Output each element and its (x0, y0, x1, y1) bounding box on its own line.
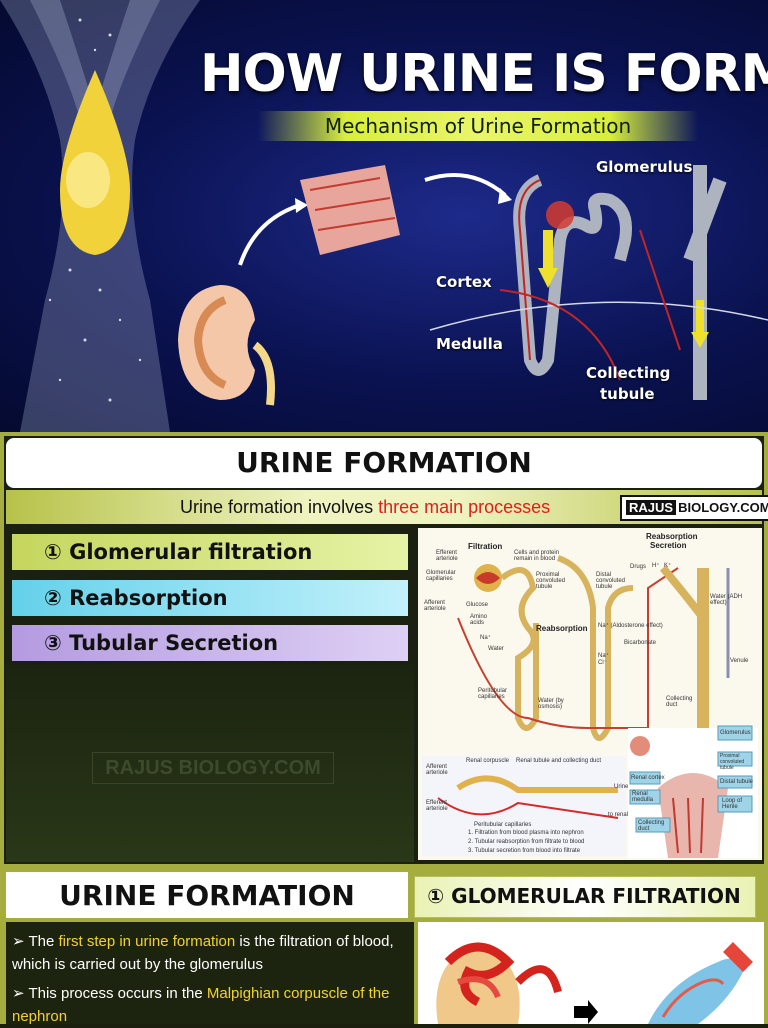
bullet-2-pre: This process occurs in the (28, 985, 207, 1002)
diag-distal-tag: Distal tubule (720, 779, 754, 785)
label-tubule: tubule (600, 385, 655, 403)
process-glomerular-filtration: ① Glomerular filtration (12, 534, 408, 570)
section-title: URINE FORMATION (236, 446, 532, 479)
diag-filtration: Filtration (468, 542, 503, 551)
diag-h: H⁺ (652, 563, 660, 569)
label-collecting: Collecting (586, 364, 671, 382)
bullet-1: ➢ The first step in urine formation is t… (12, 933, 394, 973)
diag-k: K⁺ (664, 563, 672, 569)
section2-right-title: ① GLOMERULAR FILTRATION (427, 884, 741, 908)
diag-efferent: Efferent arteriole (436, 550, 458, 562)
glomerulus-illustration (418, 922, 764, 1024)
banner-subtitle-bar (258, 111, 698, 141)
bullet-1-post: is the filtration of blood, which is car… (12, 933, 394, 973)
diag-aldo: Na⁺ (Aldosterone effect) (598, 623, 663, 629)
diag-step3: 3. Tubular secretion from blood into fil… (468, 848, 581, 854)
diag-glucose: Glucose (466, 602, 489, 608)
label-glomerulus: Glomerulus (596, 158, 693, 176)
diag-afferent2: Afferent arteriole (426, 764, 448, 776)
dark-panel (6, 664, 414, 862)
diag-drugs: Drugs (630, 564, 647, 570)
diag-prox-tag: Proximal convoluted tubule (720, 753, 745, 771)
diag-venule: Venule (730, 658, 749, 664)
section2-header (6, 872, 408, 918)
bullet-1-highlight: first step in urine formation (58, 933, 236, 950)
diag-efferent2: Efferent arteriole (426, 800, 448, 812)
section2-title: URINE FORMATION (59, 879, 355, 912)
intro-text: Urine formation involves three main proc… (180, 497, 550, 518)
nephron-diagram: Filtration Reabsorption Secretion Reabso… (418, 528, 762, 860)
diag-water: Water (488, 646, 504, 652)
section-header (6, 438, 762, 488)
brand-part-a: RAJUS (626, 500, 677, 515)
diag-to-renal: to renal (608, 812, 629, 818)
process-tubular-secretion: ③ Tubular Secretion (12, 625, 408, 661)
diag-na: Na⁺ (480, 635, 491, 641)
diag-cells-protein: Cells and protein remain in blood (514, 550, 560, 562)
intro-pre: Urine formation involves (180, 497, 379, 517)
diag-step1: 1. Filtration from blood plasma into nep… (468, 830, 584, 836)
diag-peritubular: Peritubular capillaries (478, 688, 508, 700)
diag-proximal: Proximal convoluted tubule (536, 572, 566, 590)
diag-step2: 2. Tubular reabsorption from filtrate to… (468, 839, 585, 845)
diag-distal: Distal convoluted tubule (596, 572, 626, 590)
diag-water-osm: Water (by osmosis) (538, 698, 564, 710)
diag-amino: Amino acids (470, 614, 488, 626)
intro-highlight: three main processes (378, 497, 551, 517)
nephron-diagram-art (422, 555, 758, 858)
diag-bicarb: Bicarbonate (624, 640, 657, 646)
process-reabsorption: ② Reabsorption (12, 580, 408, 616)
diag-reabsorption: Reabsorption (536, 624, 588, 633)
label-medulla: Medulla (436, 335, 503, 353)
diag-renal-tubule: Renal tubule and collecting duct (516, 758, 602, 764)
diag-glom-cap: Glomerular capillaries (426, 570, 456, 582)
banner-title: HOW URINE IS FORMED? (200, 44, 768, 104)
diag-water-adh: Water (ADH effect) (710, 594, 743, 606)
diag-loop-tag: Loop of Henle (722, 798, 743, 810)
diag-collecting-duct: Collecting duct (666, 696, 693, 708)
brand-part-b: BIOLOGY.COM (678, 500, 768, 515)
diag-reabs-secr-2: Secretion (650, 541, 687, 550)
diag-collect-tag: Collecting duct (638, 820, 665, 832)
banner-subtitle: Mechanism of Urine Formation (324, 114, 632, 138)
bullet-2: ➢ This process occurs in the Malpighian … (12, 985, 390, 1025)
glomerulus-art (436, 942, 753, 1024)
section2-right-header (414, 876, 756, 918)
bullet-2-highlight: Malpighian corpuscle of the nephron (12, 985, 390, 1025)
bullet-1-pre: The (28, 933, 59, 950)
diag-na-cl: Na⁺ Cl⁻ (598, 653, 609, 666)
diag-glom-tag: Glomerulus (720, 730, 751, 736)
hero-illustration (0, 0, 768, 432)
hero-banner: HOW URINE IS FORMED? Mechanism of Urine … (0, 0, 768, 432)
diag-reabs-secr-1: Reabsorption (646, 532, 698, 541)
diag-renal-cortex: Renal cortex (631, 775, 665, 781)
diag-renal-medulla: Renal medulla (632, 791, 654, 803)
watermark: RAJUS BIOLOGY.COM (92, 752, 334, 784)
diag-afferent: Afferent arteriole (424, 600, 446, 612)
label-cortex: Cortex (436, 273, 492, 291)
diag-peri2: Peritubular capillaries (474, 822, 532, 828)
diag-urine: Urine (614, 784, 629, 790)
diag-renal-corpuscle: Renal corpuscle (466, 758, 510, 764)
section2-body (6, 922, 414, 1024)
